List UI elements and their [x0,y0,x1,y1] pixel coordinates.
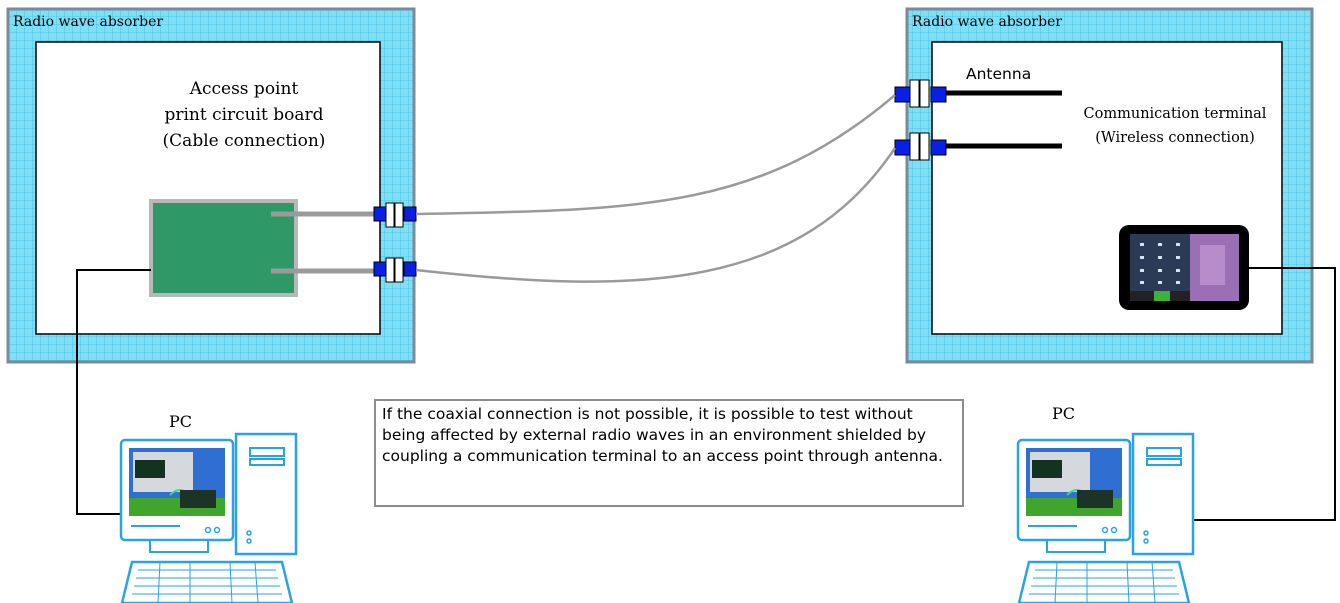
access-point-pcb [149,199,380,297]
note-text: If the coaxial connection is not possibl… [382,405,943,465]
coax-cable-1 [415,94,896,216]
pc-right-label: PC [1052,404,1075,423]
right-connector-1 [894,79,947,108]
right-connector-2 [894,132,947,161]
antenna-label: Antenna [966,65,1031,83]
terminal-title-line-1: Communication terminal [1084,106,1267,122]
note-box: If the coaxial connection is not possibl… [374,399,964,507]
access-point-title-line-1: Access point [189,79,299,99]
pc-left-label: PC [169,412,192,431]
right-absorber-label: Radio wave absorber [912,14,1062,30]
access-point-title-line-3: (Cable connection) [163,131,326,151]
coax-cable-2 [415,147,897,283]
pc-right-cable [1192,267,1336,521]
left-connector-1 [373,202,417,228]
left-absorber-label: Radio wave absorber [13,14,163,30]
pc-right: PC [1016,404,1195,603]
right-absorber-enclosure: Radio wave absorber Communication termin… [905,7,1314,364]
communication-terminal-device [1119,225,1249,310]
left-absorber-enclosure: Radio wave absorber Access point print c… [6,7,416,364]
left-connector-2 [373,257,417,283]
pc-left-cable [76,269,151,515]
terminal-title-line-2: (Wireless connection) [1095,130,1255,146]
access-point-title-line-2: print circuit board [164,105,323,125]
pc-left: PC [119,412,298,603]
